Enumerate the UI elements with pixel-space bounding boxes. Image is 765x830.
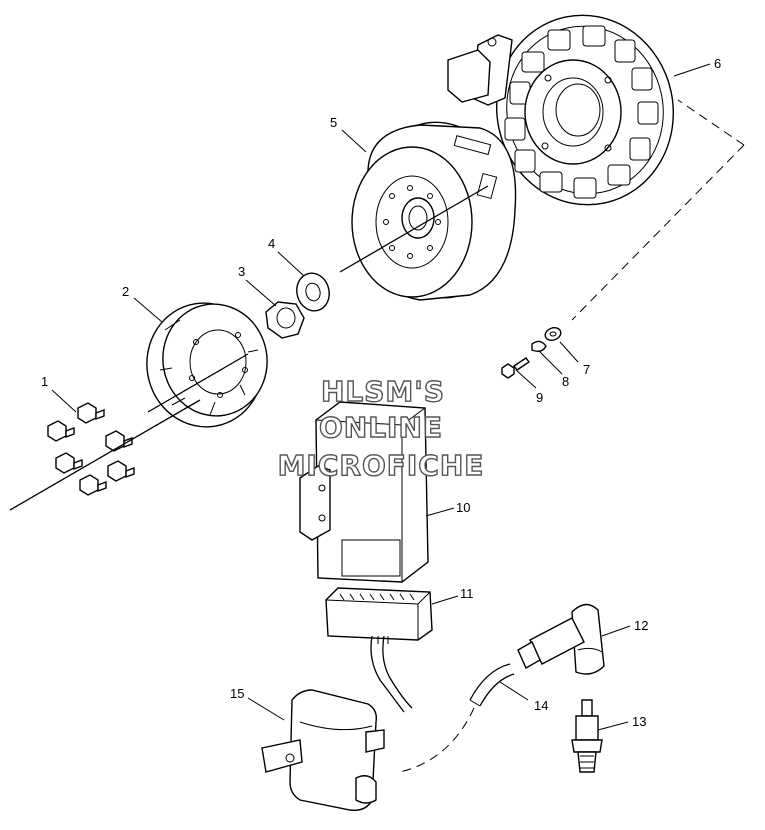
callout-14: 14 [534,698,548,713]
part-11-connector [325,587,433,713]
part-8-lock-washer [531,340,547,353]
callout-10: 10 [456,500,470,515]
watermark-line-2: ONLINE [319,411,443,444]
callout-labels: 1 2 3 4 5 6 7 8 9 10 11 12 14 13 15 [41,56,721,729]
part-6-stator [447,14,675,206]
callout-13: 13 [632,714,646,729]
part-15-ignition-coil [261,689,385,811]
part-4-washer [296,272,330,312]
watermark-line-1: HLSM'S [321,375,445,408]
watermark: HLSM'S ONLINE MICROFICHE [277,374,485,482]
callout-3: 3 [238,264,245,279]
callout-15: 15 [230,686,244,701]
part-9-screw [501,357,531,379]
part-3-nut [265,301,305,339]
callout-8: 8 [562,374,569,389]
part-12-plug-cap [517,603,605,675]
callout-9: 9 [536,390,543,405]
callout-4: 4 [268,236,275,251]
callout-11: 11 [460,586,474,601]
callout-12: 12 [634,618,648,633]
part-5-flywheel [351,121,517,301]
part-10-cdi-box [299,401,429,583]
part-13-spark-plug [571,699,603,773]
callout-2: 2 [122,284,129,299]
callout-7: 7 [583,362,590,377]
part-7-washer [544,327,562,341]
watermark-line-3: MICROFICHE [278,449,485,482]
callout-1: 1 [41,374,48,389]
part-14-ht-lead [469,663,515,707]
callout-6: 6 [714,56,721,71]
callout-5: 5 [330,115,337,130]
leader-lines [51,63,711,731]
part-1-bolts [47,402,135,496]
part-2-starter-cup [146,302,268,428]
